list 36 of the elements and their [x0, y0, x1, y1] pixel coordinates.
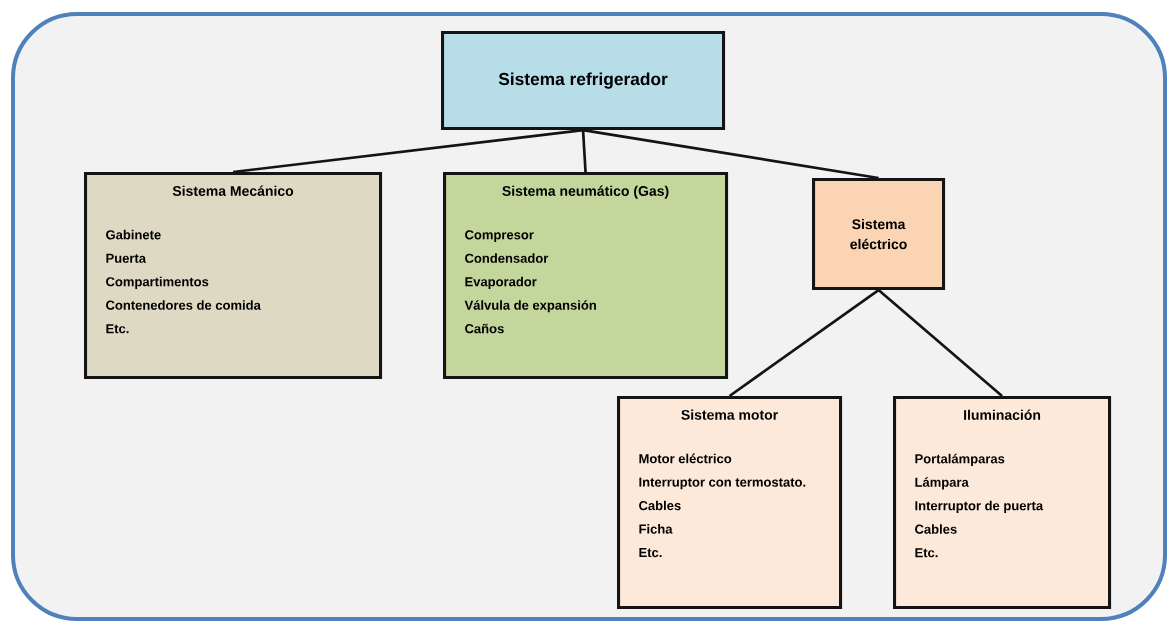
list-item: Compartimentos — [106, 276, 209, 289]
connector-line — [232, 128, 584, 174]
category-box — [443, 172, 729, 380]
box-title: Sistema eléctrico — [850, 218, 907, 250]
category-box — [812, 178, 946, 291]
category-box — [84, 172, 383, 380]
connector-line — [877, 289, 1003, 398]
list-item: Condensador — [465, 253, 549, 263]
list-item: Etc. — [915, 548, 938, 558]
list-item: Evaporador — [465, 276, 537, 289]
list-item: Gabinete — [106, 229, 161, 240]
box-title: Sistema refrigerador — [498, 72, 668, 89]
category-box — [617, 396, 843, 610]
box-heading: Sistema neumático (Gas) — [502, 185, 669, 199]
list-item: Ficha — [639, 524, 673, 534]
box-heading: Iluminación — [964, 409, 1041, 420]
connector-line — [582, 128, 879, 180]
list-item: Etc. — [106, 324, 129, 334]
box-heading: Sistema Mecánico — [172, 185, 294, 196]
list-item: Motor eléctrico — [639, 453, 732, 464]
list-item: Caños — [465, 323, 504, 334]
category-box — [893, 396, 1112, 610]
list-item: Interruptor de puerta — [915, 500, 1044, 513]
list-item: Puerta — [106, 253, 147, 263]
list-item: Etc. — [639, 548, 662, 558]
list-item: Compresor — [465, 230, 534, 242]
title-box — [441, 31, 726, 131]
list-item: Contenedores de comida — [106, 300, 261, 310]
list-item: Cables — [639, 500, 681, 511]
box-heading: Sistema motor — [681, 409, 778, 420]
list-item: Lámpara — [915, 477, 969, 490]
list-item: Válvula de expansión — [464, 300, 596, 313]
connector-line — [581, 130, 587, 173]
list-item: Interruptor con termostato. — [639, 477, 806, 490]
list-item: Cables — [915, 524, 957, 534]
list-item: Portalámparas — [915, 453, 1005, 466]
